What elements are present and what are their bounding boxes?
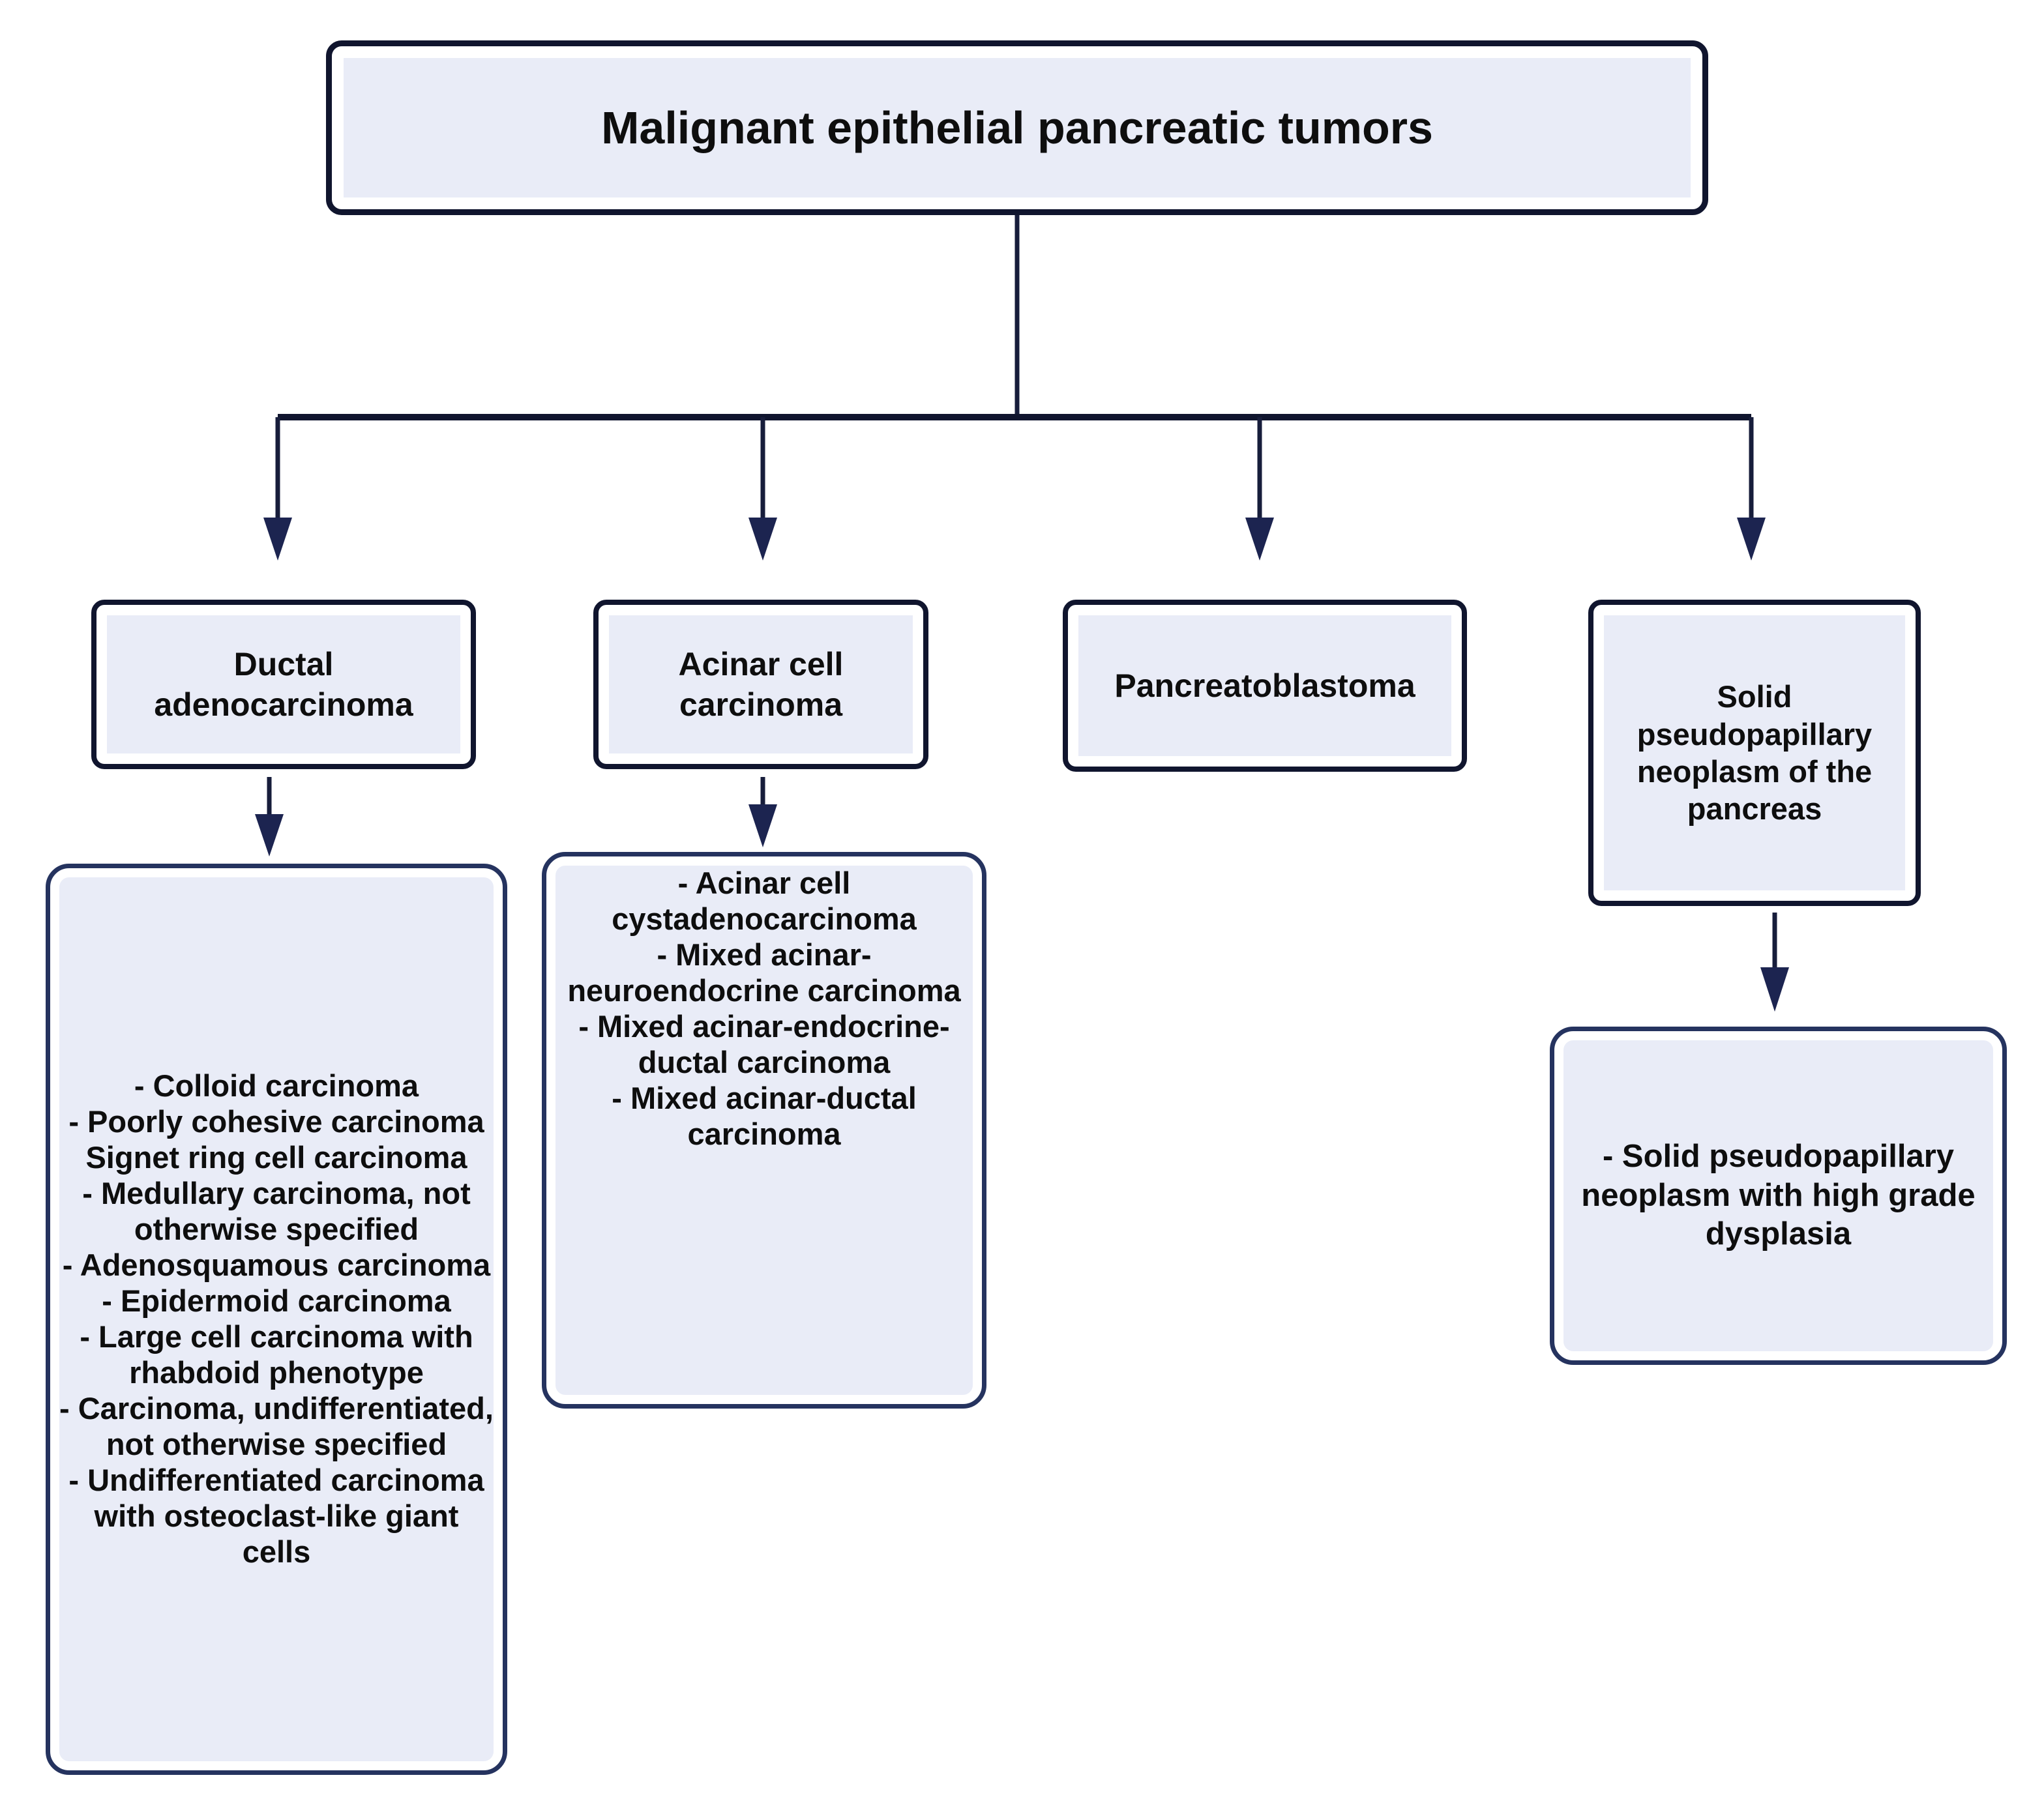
list-item: - Mixed acinar-endocrine-ductal carcinom…: [578, 1008, 950, 1079]
arrow-spn-to-subtypes: [1760, 913, 1789, 1012]
node-solid-pseudopapillary-neoplasm: Solid pseudopapillary neoplasm of the pa…: [1588, 600, 1921, 906]
list-item: - Medullary carcinoma, not otherwise spe…: [82, 1176, 471, 1247]
node-ductal-adenocarcinoma: Ductal adenocarcinoma: [91, 600, 476, 769]
node-label: Acinar cell carcinoma: [678, 645, 844, 724]
arrowhead-icon: [1760, 967, 1789, 1012]
arrow-to-pancreatoblastoma: [1245, 417, 1274, 561]
list-item: - Mixed acinar-neuroendocrine carcinoma: [567, 937, 961, 1008]
node-root-label: Malignant epithelial pancreatic tumors: [601, 102, 1433, 153]
node-acinar-cell-carcinoma: Acinar cell carcinoma: [593, 600, 928, 769]
arrow-to-spn: [1737, 417, 1766, 561]
node-label: Solid pseudopapillary neoplasm of the pa…: [1637, 679, 1873, 827]
node-acinar-subtypes-list: - Acinar cell cystadenocarcinoma- Mixed …: [542, 852, 986, 1409]
arrow-ductal-to-subtypes: [255, 777, 284, 856]
list-item: - Large cell carcinoma with rhabdoid phe…: [80, 1319, 473, 1390]
arrowhead-icon: [748, 804, 777, 847]
node-ductal-subtypes-list: - Colloid carcinoma- Poorly cohesive car…: [46, 864, 507, 1775]
list-item: - Solid pseudopapillary neoplasm with hi…: [1581, 1138, 1976, 1252]
arrowhead-icon: [255, 814, 284, 856]
arrowhead-icon: [263, 518, 292, 561]
arrow-to-ductal: [263, 417, 292, 561]
arrow-acinar-to-subtypes: [748, 777, 777, 847]
node-label: Pancreatoblastoma: [1114, 667, 1415, 704]
list-item: - Mixed acinar-ductal carcinoma: [612, 1080, 917, 1151]
arrowhead-icon: [748, 518, 777, 561]
node-spn-subtypes-list: - Solid pseudopapillary neoplasm with hi…: [1550, 1027, 2007, 1365]
list-item: - Undifferentiated carcinoma with osteoc…: [68, 1462, 484, 1569]
list-item: - Adenosquamous carcinoma: [62, 1248, 491, 1283]
list-item: - Carcinoma, undifferentiated, not other…: [59, 1390, 494, 1461]
node-label: Ductal adenocarcinoma: [154, 645, 413, 724]
list-item: - Epidermoid carcinoma: [102, 1283, 451, 1319]
list-item: - Poorly cohesive carcinoma: [68, 1104, 484, 1139]
list-item: - Acinar cell cystadenocarcinoma: [612, 866, 917, 936]
arrowhead-icon: [1245, 518, 1274, 561]
node-root: Malignant epithelial pancreatic tumors: [326, 40, 1708, 215]
node-pancreatoblastoma: Pancreatoblastoma: [1063, 600, 1467, 772]
list-item: - Colloid carcinoma: [134, 1068, 419, 1104]
list-item: Signet ring cell carcinoma: [85, 1140, 467, 1175]
arrowhead-icon: [1737, 518, 1766, 561]
arrow-to-acinar: [748, 417, 777, 561]
